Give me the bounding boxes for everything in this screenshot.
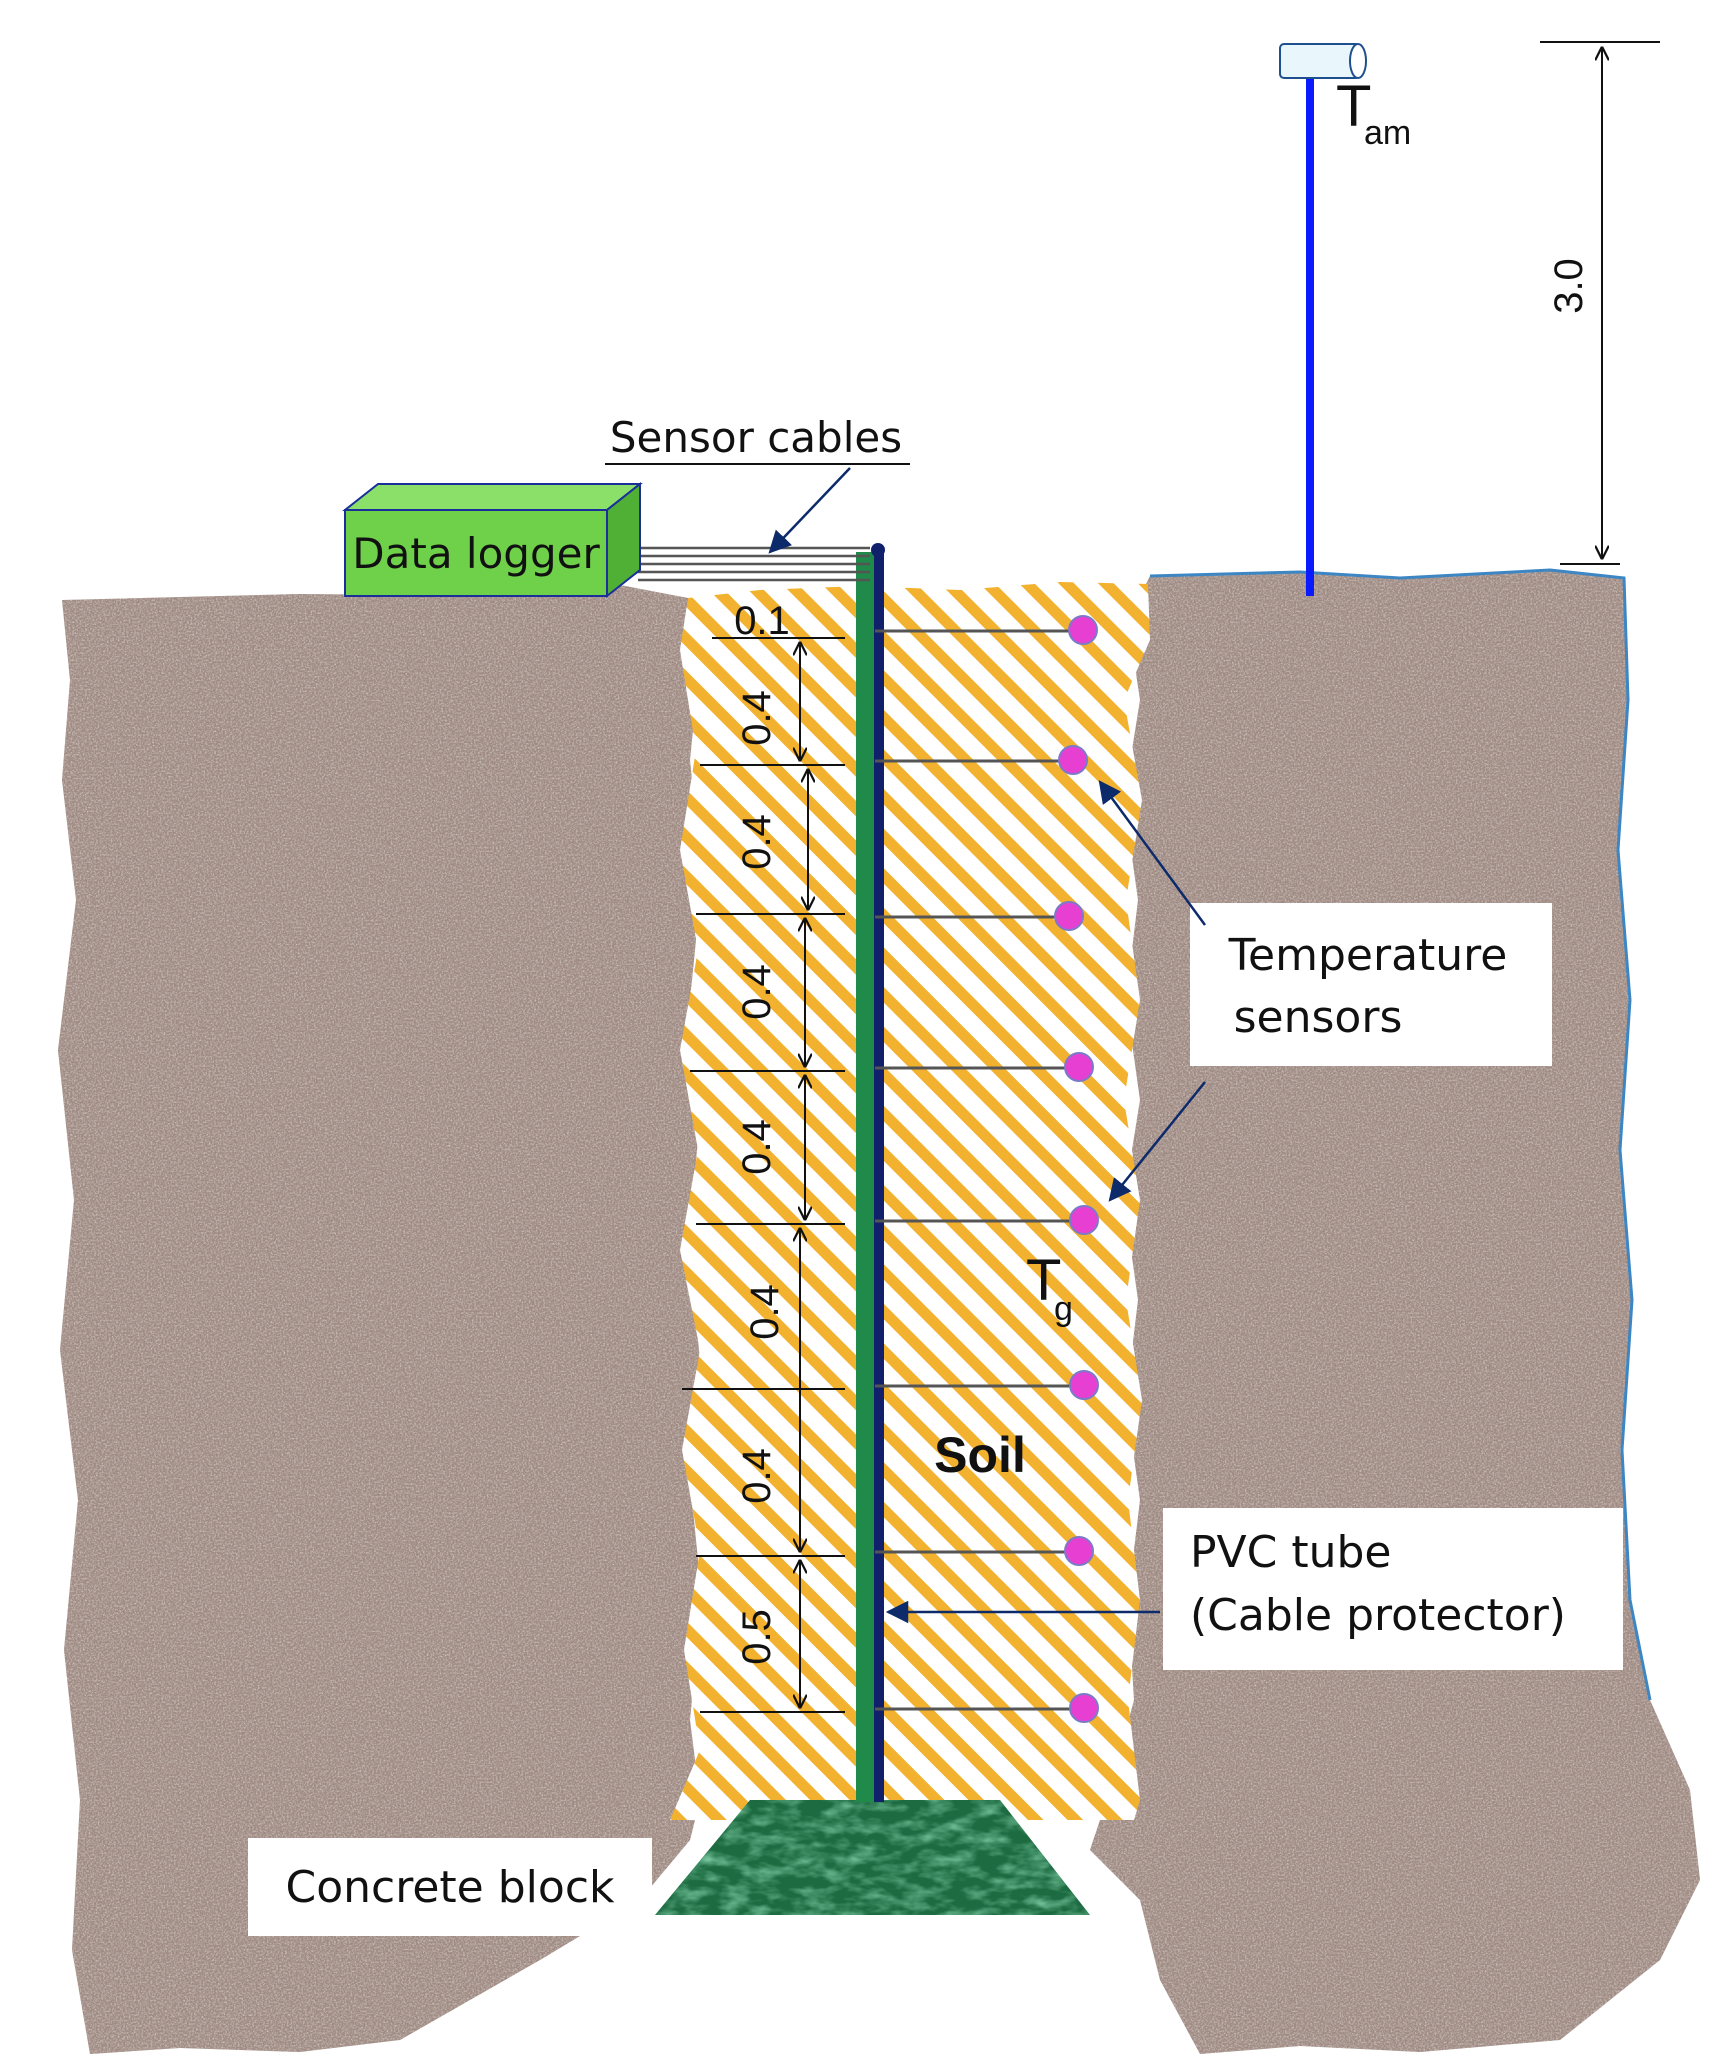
depth-level: [700, 745, 1088, 775]
depth-dimension-labels: 0.1 0.4 0.4 0.4 0.4 0.4 0.4 0.5: [734, 599, 790, 1665]
soil-label: Soil: [934, 1427, 1026, 1483]
left-ground-block: [58, 585, 702, 2054]
ambient-temp-subscript: am: [1364, 114, 1411, 152]
depth-label-7: 0.5: [735, 1609, 779, 1665]
temperature-sensor: [1069, 1205, 1099, 1235]
temperature-sensor: [1068, 615, 1098, 645]
temperature-sensor: [1064, 1536, 1094, 1566]
temperature-sensor: [1064, 1052, 1094, 1082]
temperature-sensors-leader-lower: [1108, 1081, 1206, 1202]
depth-label-2: 0.4: [735, 814, 779, 870]
temperature-sensors-label-line2: sensors: [1234, 992, 1403, 1043]
concrete-block-label: Concrete block: [286, 1862, 615, 1913]
depth-levels: [682, 615, 1099, 1723]
depth-label-5: 0.4: [743, 1284, 787, 1340]
ambient-temp-symbol: T: [1336, 74, 1371, 139]
ground-temp-symbol: T: [1026, 1248, 1061, 1313]
depth-label-3: 0.4: [735, 964, 779, 1020]
ambient-temperature-label: T am: [1336, 74, 1411, 152]
data-logger: Data logger: [342, 481, 643, 599]
right-ground-block: [1090, 568, 1700, 2054]
depth-level: [682, 1370, 1099, 1400]
concrete-block-callout: Concrete block: [248, 1838, 652, 1936]
ambient-sensor-mast: [1279, 43, 1367, 596]
depth-label-4: 0.4: [735, 1119, 779, 1175]
depth-dimension-arrows: [800, 643, 808, 1707]
temperature-sensor: [1058, 745, 1088, 775]
temperature-sensors-label-line1: Temperature: [1228, 930, 1508, 981]
mast-height-label: 3.0: [1547, 258, 1591, 314]
sensor-cables-leader: [768, 467, 851, 554]
depth-level: [700, 1693, 1099, 1723]
depth-level: [696, 901, 1084, 931]
temperature-sensors-leader-upper: [1098, 780, 1207, 926]
temperature-sensor: [1069, 1370, 1099, 1400]
depth-label-6: 0.4: [735, 1448, 779, 1504]
temperature-sensors-callout: Temperature sensors: [1098, 780, 1552, 1202]
depth-level: [696, 1536, 1094, 1566]
depth-level: [712, 615, 1098, 645]
pvc-tube: [856, 543, 885, 1802]
data-logger-label: Data logger: [352, 529, 600, 578]
depth-label-0: 0.1: [734, 599, 790, 643]
pvc-tube-label-line1: PVC tube: [1190, 1527, 1391, 1578]
pvc-tube-callout: PVC tube (Cable protector): [885, 1508, 1623, 1670]
depth-label-1: 0.4: [735, 690, 779, 746]
depth-level: [696, 1205, 1099, 1235]
depth-level: [690, 1052, 1094, 1082]
ground-temp-subscript: g: [1054, 1290, 1073, 1328]
pvc-tube-label-line2: (Cable protector): [1190, 1590, 1566, 1641]
mast-height-dimension: [1540, 41, 1660, 565]
sensor-cables-label: Sensor cables: [610, 413, 902, 462]
borehole-backfill: [670, 582, 1150, 1820]
temperature-sensor: [1054, 901, 1084, 931]
concrete-block: [655, 1800, 1090, 1915]
temperature-sensor: [1069, 1693, 1099, 1723]
ground-temperature-label: T g: [1026, 1248, 1073, 1328]
sensor-cables: [638, 546, 870, 582]
